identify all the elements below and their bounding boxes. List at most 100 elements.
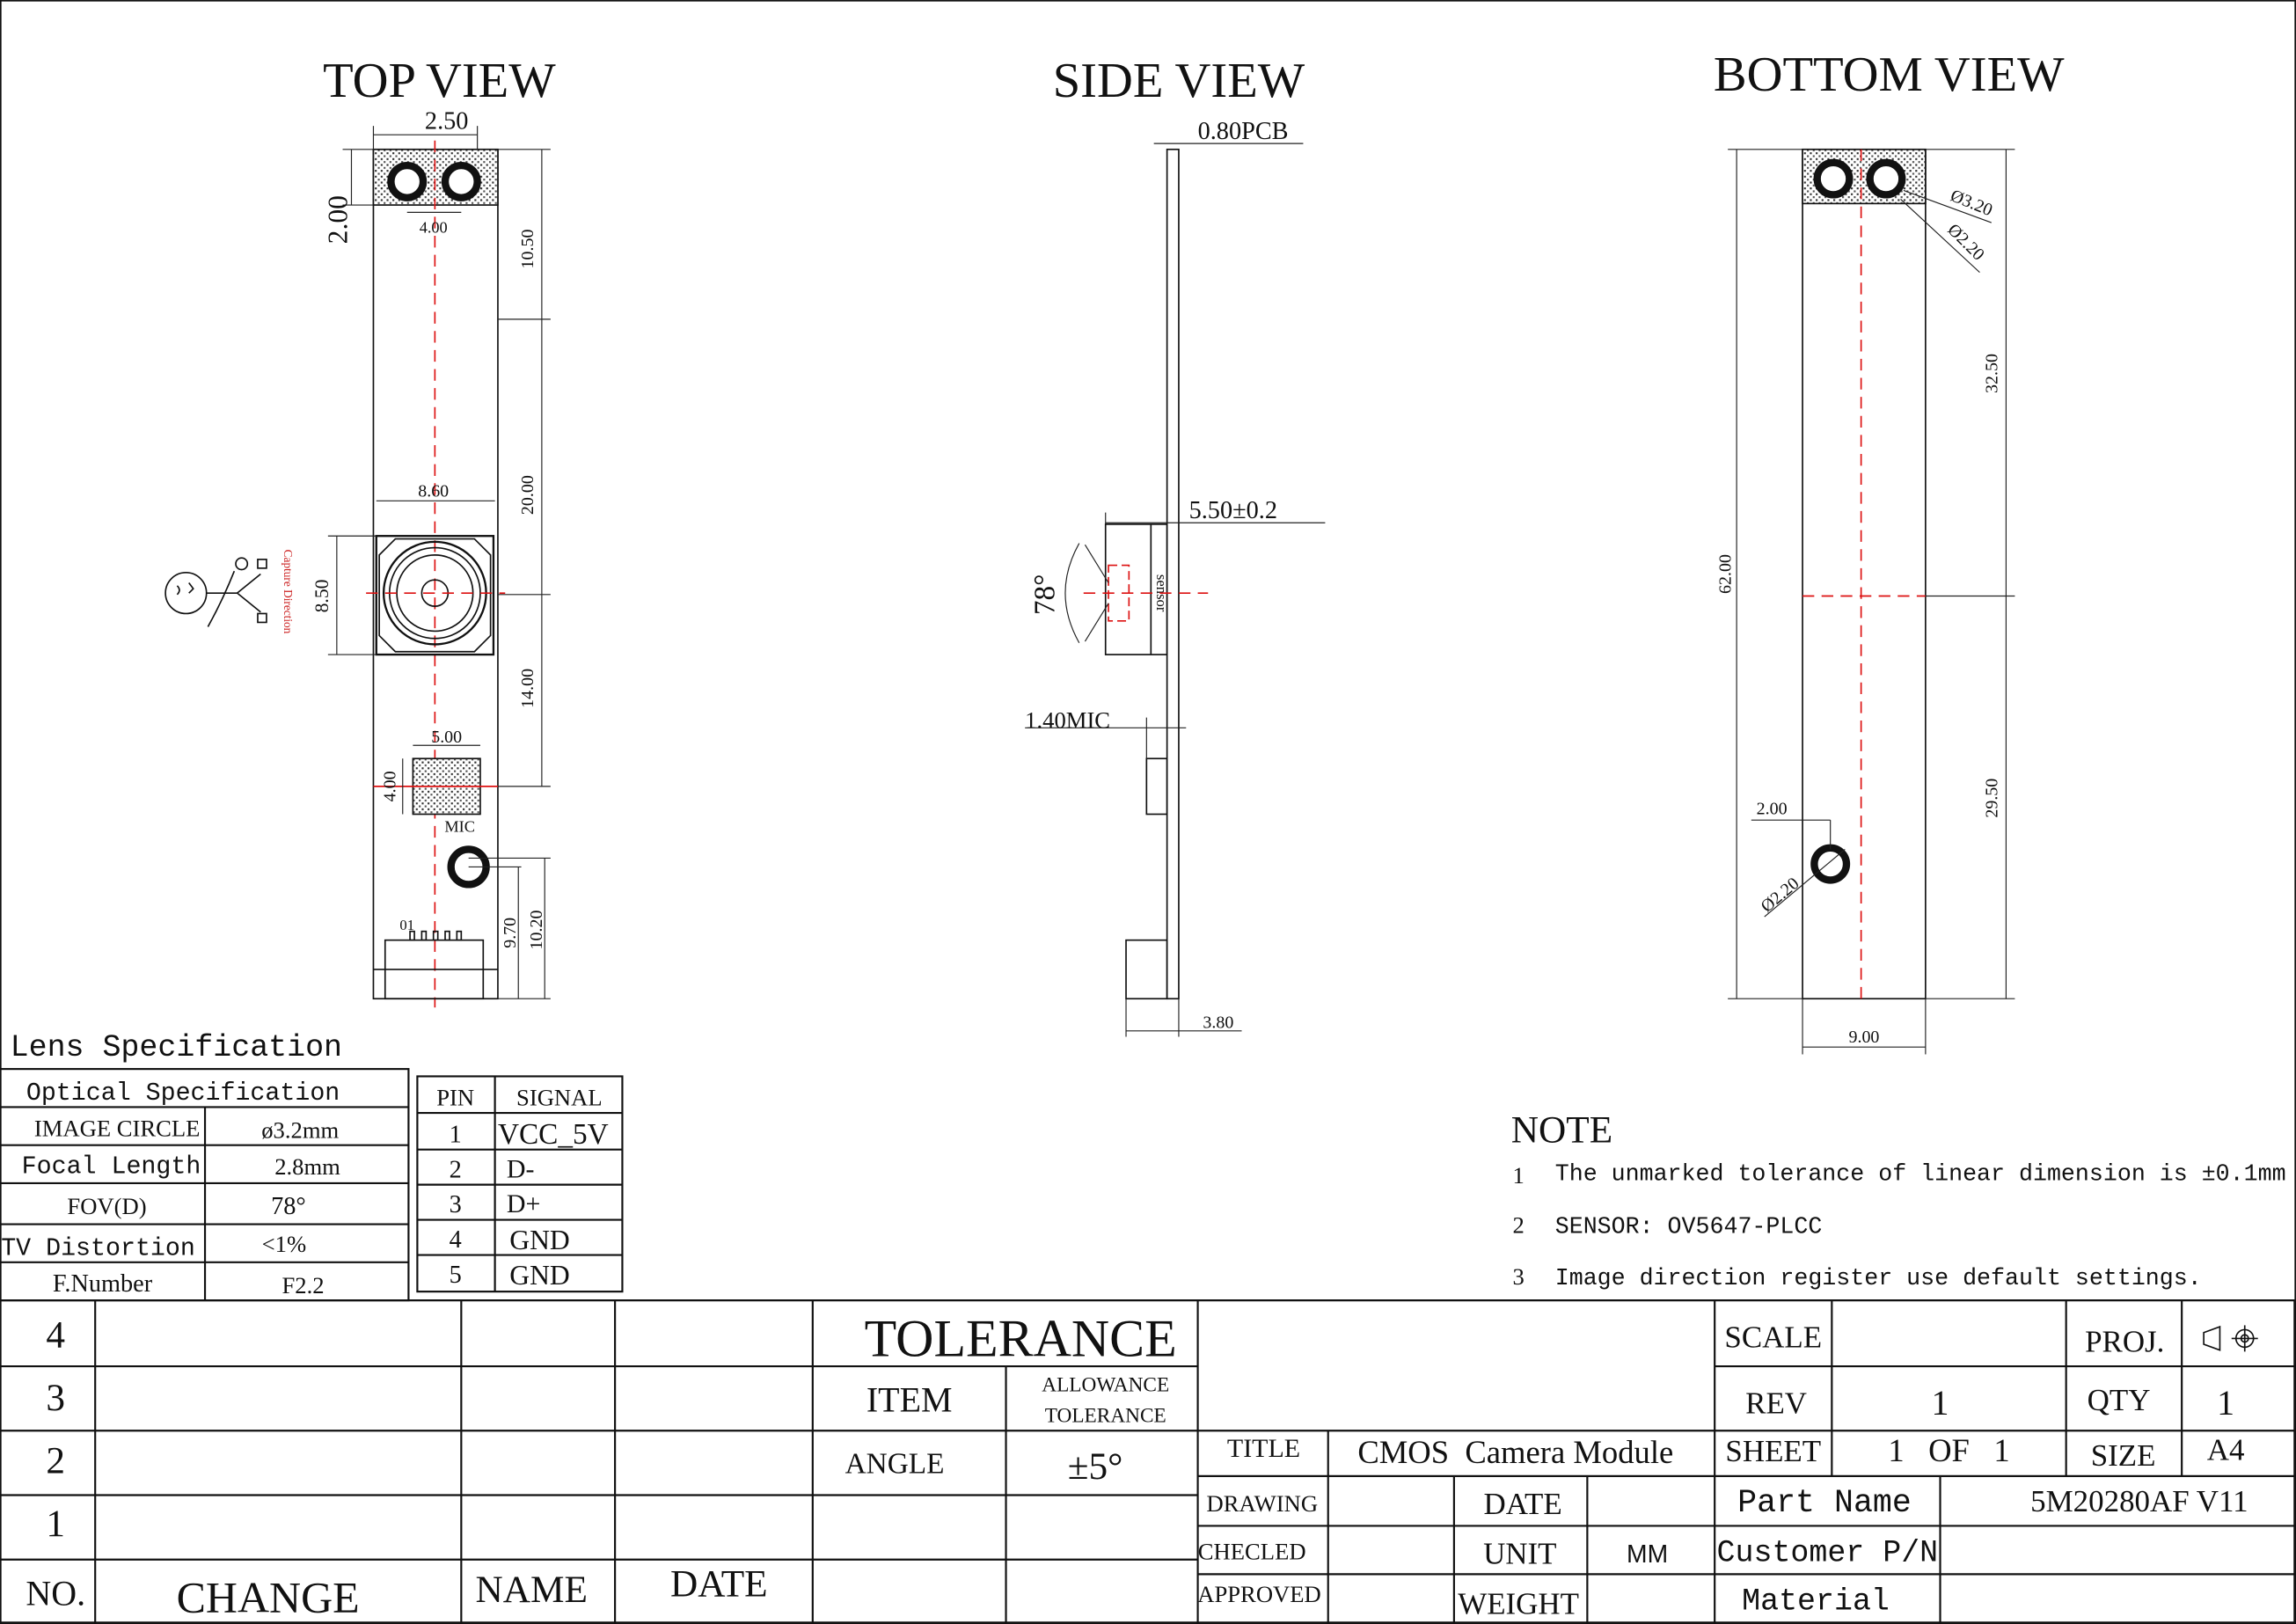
dim-label: Ø2.20 xyxy=(1943,220,1987,264)
dim-label: 3.80 xyxy=(1203,1013,1233,1033)
bottom-hole-right xyxy=(1866,158,1906,199)
sheet-value: 1 OF 1 xyxy=(1888,1432,2009,1468)
size-label: SIZE xyxy=(2091,1438,2156,1473)
dim-label: 4.00 xyxy=(420,219,448,237)
side-mic xyxy=(1145,757,1168,816)
projection-symbol-icon xyxy=(2203,1325,2258,1352)
side-view: SIDE VIEW 0.80PCB sensor 78° 5.50±0.2 1.… xyxy=(1025,54,1326,1037)
spec-value: 78° xyxy=(271,1193,306,1220)
dim-label: 29.50 xyxy=(1982,779,2001,818)
material-label: Material xyxy=(1742,1584,1890,1619)
dim-label: 2.50 xyxy=(425,107,469,135)
title-label: TITLE xyxy=(1227,1434,1300,1463)
pin-header: PIN xyxy=(436,1085,474,1111)
bottom-view-title: BOTTOM VIEW xyxy=(1714,48,2065,102)
dim-label: 9.00 xyxy=(1848,1028,1879,1047)
note-number: 1 xyxy=(1512,1162,1524,1189)
dim-label: 8.60 xyxy=(418,481,449,501)
mount-hole-right xyxy=(441,161,481,201)
note-text: The unmarked tolerance of linear dimensi… xyxy=(1555,1161,2286,1188)
tolerance-allowance-header: ALLOWANCE xyxy=(1042,1373,1169,1396)
revision-number: 1 xyxy=(46,1503,65,1545)
mount-hole-left xyxy=(387,161,428,201)
dim-label: 4.00 xyxy=(380,771,399,801)
note-number: 2 xyxy=(1512,1212,1524,1239)
unit-label: UNIT xyxy=(1483,1537,1556,1571)
spec-value: <1% xyxy=(262,1231,307,1257)
spec-value: F2.2 xyxy=(282,1272,325,1298)
pcb-thickness-label: 0.80PCB xyxy=(1198,118,1289,145)
qty-value: 1 xyxy=(2217,1383,2234,1423)
bottom-hole-left xyxy=(1813,158,1854,199)
mic-thickness-label: 1.40MIC xyxy=(1025,706,1110,733)
approved-label: APPROVED xyxy=(1197,1581,1321,1607)
note-text: Image direction register use default set… xyxy=(1555,1265,2202,1291)
name-header: NAME xyxy=(476,1569,588,1611)
mic-label: MIC xyxy=(444,817,475,835)
dim-label: 2.00 xyxy=(322,195,353,244)
fov-arc xyxy=(1064,543,1080,644)
note-text: SENSOR: OV5647-PLCC xyxy=(1555,1214,1823,1240)
spec-label: F.Number xyxy=(53,1270,153,1298)
unit-value: MM xyxy=(1627,1540,1668,1568)
tolerance-allowance-header: TOLERANCE xyxy=(1045,1404,1166,1427)
pin-table: PIN SIGNAL 1 VCC_5V 2 D- 3 D+ 4 GND 5 GN… xyxy=(416,1075,624,1293)
lens-height-label: 5.50±0.2 xyxy=(1189,497,1277,524)
dim-label: 10.20 xyxy=(527,911,546,950)
no-header: NO. xyxy=(26,1573,85,1613)
dim-label: 20.00 xyxy=(518,475,537,515)
customer-pn-label: Customer P/N xyxy=(1717,1536,1939,1570)
bottom-view: BOTTOM VIEW Ø3.20 Ø2.20 62.00 32.50 29.5… xyxy=(1714,48,2065,1055)
dim-label: Ø2.20 xyxy=(1758,874,1803,917)
scale-label: SCALE xyxy=(1724,1320,1822,1354)
tolerance-title: TOLERANCE xyxy=(865,1309,1177,1367)
title-block: SCALE PROJ. REV 1 QTY 1 TITLE CMOS Camer… xyxy=(1197,1300,2296,1624)
top-view: TOP VIEW 2.50 2.00 4.00 10.50 20.00 14.0… xyxy=(165,54,556,1008)
dim-label: 10.50 xyxy=(518,230,537,269)
revision-table: 4 3 2 1 NO. CHANGE NAME DATE TOLERANCE I… xyxy=(0,1299,2296,1624)
pin-signal: D+ xyxy=(507,1189,541,1218)
dim-label: 62.00 xyxy=(1715,554,1735,594)
pin-number: 3 xyxy=(450,1191,462,1218)
pin-number: 4 xyxy=(450,1226,462,1254)
tolerance-angle-value: ±5° xyxy=(1068,1445,1123,1488)
spec-value: ø3.2mm xyxy=(261,1116,339,1143)
pin-signal: VCC_5V xyxy=(498,1118,609,1151)
pin-number: 2 xyxy=(450,1156,462,1183)
capture-direction-label: Capture Direction xyxy=(282,550,295,634)
title-value: CMOS Camera Module xyxy=(1357,1434,1673,1470)
pin-one-label: 01 xyxy=(399,917,414,933)
notes: NOTE 1 The unmarked tolerance of linear … xyxy=(1511,1108,2286,1291)
pin-number: 5 xyxy=(450,1262,462,1289)
notes-title: NOTE xyxy=(1511,1108,1612,1151)
fov-angle-label: 78° xyxy=(1028,574,1061,616)
size-value: A4 xyxy=(2207,1433,2245,1467)
weight-label: WEIGHT xyxy=(1458,1586,1579,1620)
spec-value: 2.8mm xyxy=(274,1153,340,1180)
note-number: 3 xyxy=(1512,1263,1524,1290)
date-label: DATE xyxy=(1483,1487,1561,1521)
part-name-label: Part Name xyxy=(1737,1485,1912,1521)
qty-label: QTY xyxy=(2088,1383,2151,1417)
tolerance-angle-label: ANGLE xyxy=(845,1448,945,1481)
pin-signal: GND xyxy=(509,1225,569,1255)
revision-number: 2 xyxy=(46,1440,65,1482)
dim-label: 32.50 xyxy=(1982,354,2001,393)
dim-label: 2.00 xyxy=(1757,799,1788,818)
revision-number: 4 xyxy=(46,1313,65,1356)
spec-label: IMAGE CIRCLE xyxy=(34,1116,201,1142)
sheet-label: SHEET xyxy=(1725,1434,1821,1468)
dim-label: 14.00 xyxy=(518,669,537,708)
spec-label: TV Distortion xyxy=(1,1235,195,1263)
change-header: CHANGE xyxy=(177,1574,360,1622)
signal-header: SIGNAL xyxy=(516,1085,603,1111)
side-view-title: SIDE VIEW xyxy=(1053,54,1305,108)
top-view-title: TOP VIEW xyxy=(323,54,556,108)
lens-spec-title: Lens Specification xyxy=(11,1031,342,1065)
dim-label: 5.00 xyxy=(431,728,462,747)
dim-label: 8.50 xyxy=(311,580,333,613)
lens-spec-header: Optical Specification xyxy=(26,1079,340,1108)
pin-signal: D- xyxy=(507,1154,535,1183)
rev-label: REV xyxy=(1745,1386,1807,1420)
